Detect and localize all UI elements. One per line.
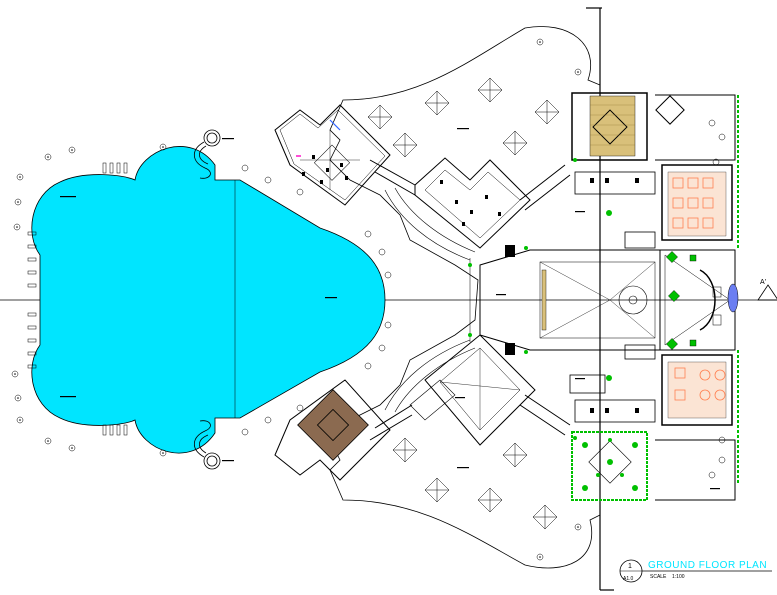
wood-floor-room <box>297 389 369 461</box>
upper-left-pink-strip <box>296 155 301 157</box>
upper-middle-block <box>414 157 531 249</box>
upper-right-room <box>661 164 733 241</box>
upper-left-blue-strip <box>329 119 341 131</box>
sun-loungers-left <box>27 231 37 369</box>
lobby-stairs <box>505 245 515 355</box>
entrance-planters <box>666 251 697 350</box>
section-marker: A' <box>757 279 777 301</box>
lower-middle-block <box>409 334 536 446</box>
lower-right-garden-inner <box>588 440 632 484</box>
upper-left-wing-fixtures <box>302 155 348 184</box>
right-small-structures <box>655 94 736 501</box>
terrace-umbrellas <box>367 77 560 530</box>
room-label-marks <box>60 128 720 490</box>
diagonal-corridors <box>369 159 571 441</box>
sheet-number: A1.0 <box>623 576 634 582</box>
spiral-stair <box>618 285 648 315</box>
service-rooms <box>569 171 656 423</box>
view-number: 1 <box>628 563 632 570</box>
lobby-accent-left <box>541 269 547 331</box>
sun-loungers-bottom <box>102 424 128 436</box>
pool-rail-bottom <box>193 420 221 470</box>
upper-right-hall <box>571 92 648 161</box>
garden-lamps <box>11 38 726 561</box>
wood-floor-inner <box>316 408 350 442</box>
lower-left-wing <box>274 379 391 481</box>
upper-middle-fixtures <box>440 180 501 226</box>
green-markers <box>468 158 612 440</box>
site-boundary <box>329 26 601 569</box>
upper-left-wing <box>274 104 391 206</box>
curved-walkways <box>384 187 476 413</box>
upper-right-room-tables <box>672 177 714 229</box>
toilet-fixtures <box>590 178 639 413</box>
spiral-stair-core <box>628 295 638 305</box>
lamp-dots <box>14 41 579 558</box>
swimming-pool <box>31 146 386 454</box>
fountain <box>727 283 739 313</box>
upper-right-hall-diamond <box>592 109 628 145</box>
upper-right-hall-floor <box>589 95 636 157</box>
entrance-columns <box>712 286 722 326</box>
drawing-title: GROUND FLOOR PLAN <box>648 560 767 571</box>
scale-value: 1:100 <box>672 574 685 580</box>
upper-right-room-floor <box>667 171 727 237</box>
garden-plants <box>582 438 638 491</box>
pool-rail-top <box>193 129 221 179</box>
title-block: 1 A1.0 GROUND FLOOR PLAN SCALE 1:100 <box>619 559 772 583</box>
sun-loungers-top <box>102 162 128 174</box>
lobby-divider-lines <box>469 258 481 342</box>
upper-right-hall-grid <box>590 104 635 146</box>
section-marker-label: A' <box>760 279 766 286</box>
lower-right-garden <box>571 431 648 501</box>
lower-right-room <box>661 354 733 426</box>
scale-label: SCALE <box>650 574 667 580</box>
lower-right-room-tables <box>674 367 726 401</box>
